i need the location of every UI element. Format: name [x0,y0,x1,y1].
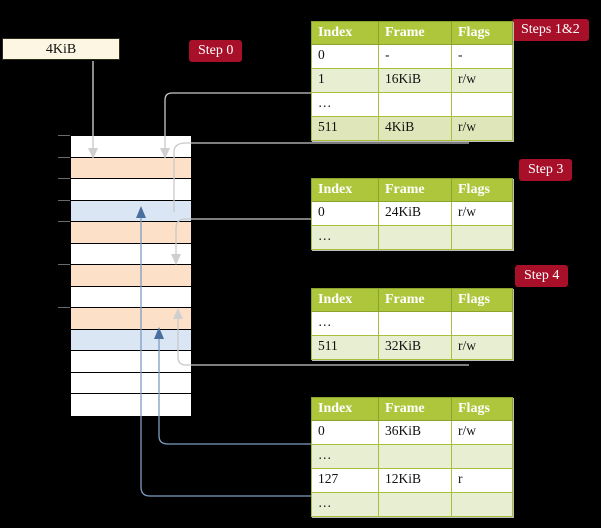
column-header-flags: Flags [451,21,513,45]
table-cell [378,492,452,517]
table-cell: … [311,311,379,336]
table-cell: 511 [311,116,379,141]
table-cell [378,225,452,250]
step-badge-steps-1-2: Steps 1&2 [512,19,589,41]
memory-row-tick [58,156,70,158]
table-cell: … [311,225,379,250]
table-cell: r/w [451,116,513,141]
memory-row-tick [58,199,70,201]
column-header-index: Index [311,178,379,202]
table-cell: r/w [451,420,513,445]
memory-block [71,200,191,222]
table-cell [451,492,513,517]
memory-block [71,329,191,351]
table-row: 0-- [311,44,513,69]
table-cell: 16KiB [378,68,452,93]
table-cell: 1 [311,68,379,93]
table-cell: r [451,468,513,493]
table-cell: 32KiB [378,335,452,360]
table-cell [378,92,452,117]
memory-block [71,372,191,394]
table-row: … [311,311,513,336]
memory-block [71,179,191,201]
memory-row-tick [58,307,70,308]
table-cell: 12KiB [378,468,452,493]
table-cell: - [451,44,513,69]
column-header-frame: Frame [378,288,452,312]
memory-block [71,243,191,265]
step-badge-step-3: Step 3 [519,159,573,181]
table-cell: - [378,44,452,69]
table-row: … [311,444,513,469]
table-cell [451,444,513,469]
source-page-label: 4KiB [45,42,77,57]
table-cell: … [311,492,379,517]
memory-row-tick [58,178,70,179]
table-cell [378,311,452,336]
table-row: … [311,92,513,117]
memory-row-tick [58,221,70,222]
memory-block [71,286,191,308]
column-header-index: Index [311,21,379,45]
memory-block [71,157,191,179]
table-cell [378,444,452,469]
column-header-frame: Frame [378,178,452,202]
memory-row-tick [58,135,70,136]
table-cell: r/w [451,68,513,93]
table-row: … [311,492,513,517]
column-header-flags: Flags [451,288,513,312]
step-badge-step-0: Step 0 [189,40,243,62]
step-badge-step-4: Step 4 [515,265,569,287]
table-cell: … [311,444,379,469]
physical-memory-column [70,135,191,416]
table-cell: r/w [451,335,513,360]
column-header-index: Index [311,397,379,421]
table-row: … [311,225,513,250]
table-cell: r/w [451,201,513,226]
table-cell: … [311,92,379,117]
column-header-frame: Frame [378,397,452,421]
column-header-flags: Flags [451,397,513,421]
source-page-box: 4KiB [2,38,120,60]
table-cell: 4KiB [378,116,452,141]
table-cell: 0 [311,420,379,445]
memory-block [71,136,191,158]
memory-row-tick [58,264,70,265]
column-header-flags: Flags [451,178,513,202]
table-cell: 0 [311,201,379,226]
memory-block [71,222,191,244]
table-cell: 24KiB [378,201,452,226]
column-header-index: Index [311,288,379,312]
table-cell [451,311,513,336]
memory-block [71,394,191,416]
memory-block [71,308,191,330]
memory-block [71,265,191,287]
table-cell: 0 [311,44,379,69]
table-cell [451,92,513,117]
table-cell: 36KiB [378,420,452,445]
memory-block [71,351,191,373]
table-cell: 127 [311,468,379,493]
table-cell: 511 [311,335,379,360]
column-header-frame: Frame [378,21,452,45]
table-cell [451,225,513,250]
